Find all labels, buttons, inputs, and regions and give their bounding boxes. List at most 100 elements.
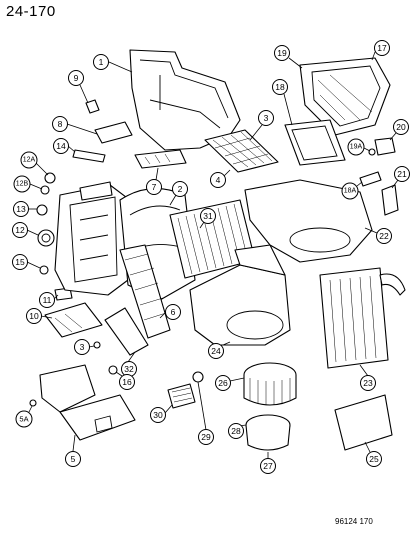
- clip-part-9: [85, 99, 100, 114]
- callout-9: 9: [68, 70, 84, 86]
- callout-24: 24: [208, 343, 224, 359]
- door-part-8: [94, 121, 133, 144]
- callout-18: 18: [272, 79, 288, 95]
- callout-16: 16: [119, 374, 135, 390]
- svg-text:6: 6: [171, 307, 176, 317]
- callout-18a: 18A: [341, 182, 359, 200]
- mode-door-part-4: [204, 129, 279, 173]
- svg-text:28: 28: [231, 426, 241, 436]
- svg-text:15: 15: [15, 257, 25, 267]
- svg-text:25: 25: [369, 454, 379, 464]
- callout-27: 27: [260, 458, 276, 474]
- blower-housing-part-24: [189, 244, 291, 346]
- svg-text:19: 19: [277, 48, 287, 58]
- clip-part-29: [192, 371, 204, 383]
- callout-5: 5: [65, 451, 81, 467]
- svg-text:18: 18: [275, 82, 285, 92]
- callout-14: 14: [53, 138, 69, 154]
- screw-5a: [29, 399, 37, 407]
- actuator-part-20: [374, 137, 396, 156]
- svg-text:13: 13: [16, 204, 26, 214]
- svg-text:14: 14: [56, 141, 66, 151]
- callout-22: 22: [376, 228, 392, 244]
- callout-13: 13: [13, 201, 29, 217]
- screw-part-3a: [93, 341, 101, 349]
- callout-3-left: 3: [74, 339, 90, 355]
- actuator-12b: [40, 185, 50, 195]
- svg-text:3: 3: [80, 342, 85, 352]
- callout-19: 19: [274, 45, 290, 61]
- callout-10: 10: [26, 308, 42, 324]
- main-housing: [54, 181, 131, 296]
- svg-text:20: 20: [396, 122, 406, 132]
- svg-text:24: 24: [211, 346, 221, 356]
- svg-text:8: 8: [58, 119, 63, 129]
- grommet-13: [36, 204, 48, 216]
- svg-text:17: 17: [377, 43, 387, 53]
- evaporator-part-23: [319, 267, 406, 369]
- actuator-12a: [44, 172, 56, 184]
- callout-12: 12: [12, 222, 28, 238]
- screw-19a: [368, 148, 376, 156]
- callout-31: 31: [200, 208, 216, 224]
- svg-text:26: 26: [218, 378, 228, 388]
- callout-26: 26: [215, 375, 231, 391]
- callout-8: 8: [52, 116, 68, 132]
- svg-text:5: 5: [71, 454, 76, 464]
- upper-right-housing: [299, 57, 391, 136]
- svg-text:12B: 12B: [16, 181, 29, 188]
- svg-text:3: 3: [264, 113, 269, 123]
- svg-text:30: 30: [153, 410, 163, 420]
- callout-6: 6: [165, 304, 181, 320]
- svg-text:16: 16: [122, 377, 132, 387]
- callout-25: 25: [366, 451, 382, 467]
- leader-lines: [26, 51, 399, 458]
- svg-text:29: 29: [201, 432, 211, 442]
- callout-2: 2: [172, 181, 188, 197]
- svg-text:27: 27: [263, 461, 273, 471]
- sensor-18a: [359, 171, 382, 187]
- linkage-part-14: [72, 149, 106, 163]
- screw-15: [39, 265, 49, 275]
- floor-door-part-10: [44, 302, 103, 338]
- svg-text:23: 23: [363, 378, 373, 388]
- callout-4: 4: [210, 172, 226, 188]
- callout-19a: 19A: [347, 138, 365, 156]
- callout-23: 23: [360, 375, 376, 391]
- svg-text:32: 32: [124, 364, 134, 374]
- callout-28: 28: [228, 423, 244, 439]
- callout-11: 11: [39, 292, 55, 308]
- svg-text:2: 2: [178, 184, 183, 194]
- callout-30: 30: [150, 407, 166, 423]
- svg-text:5A: 5A: [19, 415, 28, 424]
- callout-5a: 5A: [15, 410, 33, 428]
- lower-housing-part-5: [39, 364, 136, 441]
- duct-part-6: [119, 244, 171, 339]
- svg-text:11: 11: [43, 295, 52, 305]
- callout-3-right: 3: [258, 110, 274, 126]
- callout-29: 29: [198, 429, 214, 445]
- bracket-part-21: [381, 184, 399, 216]
- callout-15: 15: [12, 254, 28, 270]
- svg-text:10: 10: [29, 311, 39, 321]
- cover-part-25: [334, 394, 393, 451]
- callout-7: 7: [146, 179, 162, 195]
- callout-21: 21: [394, 166, 410, 182]
- svg-text:1: 1: [99, 57, 104, 67]
- callout-1: 1: [93, 54, 109, 70]
- svg-text:19A: 19A: [350, 144, 363, 151]
- resistor-part-30: [167, 383, 196, 409]
- callout-20: 20: [393, 119, 409, 135]
- filter-part-7: [134, 149, 187, 169]
- svg-text:9: 9: [74, 73, 79, 83]
- svg-text:18A: 18A: [344, 188, 357, 195]
- callout-12a: 12A: [20, 151, 38, 169]
- drawing-code: 96124 170: [335, 517, 373, 526]
- callout-17: 17: [374, 40, 390, 56]
- svg-text:21: 21: [397, 169, 407, 179]
- duct-part-32: [104, 307, 149, 356]
- svg-text:4: 4: [216, 175, 221, 185]
- page-number: 24-170: [6, 3, 56, 20]
- svg-text:12: 12: [15, 225, 25, 235]
